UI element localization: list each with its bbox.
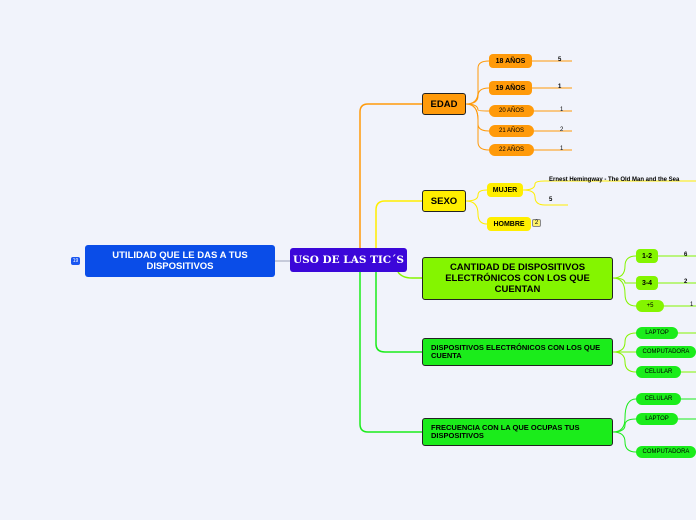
edad-item-21[interactable]: 21 AÑOS: [489, 125, 534, 137]
edad-value-21: 2: [560, 127, 564, 133]
branch-cantidad[interactable]: CANTIDAD DE DISPOSITIVOS ELECTRÓNICOS CO…: [422, 257, 613, 300]
edad-value-19: 1: [558, 84, 562, 90]
edad-value-22: 1: [560, 146, 564, 152]
topic-count-badge[interactable]: 19: [71, 257, 80, 265]
frecuencia-item-laptop[interactable]: LAPTOP: [636, 413, 678, 425]
branch-sexo[interactable]: SEXO: [422, 190, 466, 212]
sexo-hombre[interactable]: HOMBRE: [487, 217, 531, 231]
sexo-mujer[interactable]: MUJER: [487, 183, 523, 197]
edad-item-20[interactable]: 20 AÑOS: [489, 105, 534, 117]
sexo-mujer-value: 5: [549, 197, 553, 203]
dispositivos-item-computadora[interactable]: COMPUTADORA: [636, 346, 696, 358]
cantidad-item-3-4[interactable]: 3-4: [636, 276, 658, 290]
branch-edad[interactable]: EDAD: [422, 93, 466, 115]
edad-item-18[interactable]: 18 AÑOS: [489, 54, 532, 68]
central-topic-uso-de-las-tics[interactable]: USO DE LAS TIC´S: [290, 248, 407, 272]
edad-value-18: 5: [558, 57, 562, 63]
dispositivos-item-laptop[interactable]: LAPTOP: [636, 327, 678, 339]
edad-item-19[interactable]: 19 AÑOS: [489, 81, 532, 95]
branch-frecuencia[interactable]: FRECUENCIA CON LA QUE OCUPAS TUS DISPOSI…: [422, 418, 613, 446]
cantidad-value-5plus: 1: [690, 302, 694, 308]
root-topic-utilidad[interactable]: UTILIDAD QUE LE DAS A TUS DISPOSITIVOS: [85, 245, 275, 277]
cantidad-value-1-2: 6: [684, 252, 688, 258]
sexo-hombre-count-badge[interactable]: 2: [532, 219, 541, 227]
sexo-mujer-note: Ernest Hemingway - The Old Man and the S…: [549, 177, 680, 183]
dispositivos-item-celular[interactable]: CELULAR: [636, 366, 681, 378]
frecuencia-item-computadora[interactable]: COMPUTADORA: [636, 446, 696, 458]
cantidad-item-1-2[interactable]: 1-2: [636, 249, 658, 263]
cantidad-item-5plus[interactable]: +5: [636, 300, 664, 312]
frecuencia-item-celular[interactable]: CELULAR: [636, 393, 681, 405]
branch-dispositivos[interactable]: DISPOSITIVOS ELECTRÓNICOS CON LOS QUE CU…: [422, 338, 613, 366]
edad-value-20: 1: [560, 107, 564, 113]
edad-item-22[interactable]: 22 AÑOS: [489, 144, 534, 156]
cantidad-value-3-4: 2: [684, 279, 688, 285]
